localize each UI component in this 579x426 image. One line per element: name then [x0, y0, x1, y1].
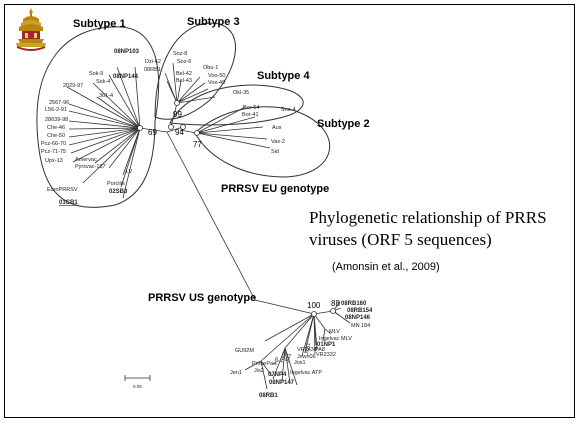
taxon-label: Porcilis	[107, 181, 125, 187]
taxon-label: 08RB1	[144, 67, 161, 73]
taxon-label: 361-4	[99, 93, 113, 99]
taxon-label: 07NP4	[268, 372, 287, 378]
bootstrap-99: 99	[173, 110, 182, 119]
taxon-label: 28639-98	[45, 117, 68, 123]
taxon-label: Che-50	[47, 133, 65, 139]
taxon-label: Jos1	[294, 360, 306, 366]
taxon-label: 01NP1	[317, 342, 336, 348]
subtype2-label: Subtype 2	[317, 118, 370, 130]
taxon-label: Upx-13	[45, 158, 63, 164]
taxon-label: 08NP146	[345, 315, 371, 321]
taxon-label: Che-46	[47, 125, 65, 131]
taxon-label: 08RB154	[347, 308, 373, 314]
subtype3-label: Subtype 3	[187, 16, 240, 28]
subtype2-outline	[194, 106, 331, 178]
taxon-label: MLV	[329, 329, 340, 335]
taxon-label: VR2430	[297, 347, 317, 353]
taxon-label: LV	[126, 169, 133, 175]
taxon-label: Bel-42	[176, 71, 192, 77]
bootstrap-94: 94	[175, 128, 184, 137]
taxon-label: 08NP144	[113, 74, 139, 80]
figure-citation: (Amonsin et al., 2009)	[332, 261, 440, 273]
taxon-label: Pyrsvac-187	[75, 164, 106, 170]
taxon-label: Bel-43	[176, 78, 192, 84]
figure-caption: Phylogenetic relationship of PRRS viruse…	[309, 208, 547, 249]
taxon-label: Jis1	[284, 352, 293, 363]
taxon-label: JxA1	[304, 342, 312, 355]
taxon-label: 2567-96	[49, 100, 69, 106]
university-crest-icon	[16, 8, 46, 51]
taxon-label: Jis2	[254, 368, 264, 374]
us-branches	[244, 299, 351, 390]
taxon-label: Soz-8	[173, 51, 187, 57]
taxon-label: Sid	[271, 149, 279, 155]
taxon-label: 08NP147	[269, 380, 295, 386]
taxon-label: Amervac	[75, 157, 97, 163]
taxon-label: Vax-2	[271, 139, 285, 145]
eu-branches	[66, 62, 271, 301]
bootstrap-100: 100	[307, 301, 321, 310]
taxon-label: Ingelvac ATP	[290, 370, 322, 376]
eu-nodes	[137, 100, 200, 136]
subtype4-label: Subtype 4	[257, 70, 310, 82]
subtype3-outline	[154, 22, 236, 120]
taxon-label: Voo-50	[208, 73, 225, 79]
taxon-label: L56-2-91	[45, 107, 67, 113]
taxon-label: Jen1	[230, 370, 242, 376]
taxon-label: Okl-35	[233, 90, 249, 96]
taxon-label: HeB	[279, 351, 288, 363]
taxon-label: Dzi-62	[145, 59, 161, 65]
slide: Subtype 1 Subtype 3 Subtype 4 Subtype 2	[4, 4, 575, 418]
taxon-label: VR2332	[316, 352, 336, 358]
taxon-label: Bor-54	[243, 105, 260, 111]
taxon-label: Sno-4	[281, 107, 296, 113]
us-nodes	[311, 308, 336, 317]
taxon-label: Soz-6	[177, 59, 191, 65]
taxon-label: 2029-97	[63, 83, 83, 89]
taxon-label: PrimePac	[252, 361, 276, 367]
taxon-label: Sok-4	[96, 79, 110, 85]
taxon-label: 01CB1	[59, 200, 78, 206]
taxon-label: Vox-49	[208, 80, 225, 86]
subtype1-label: Subtype 1	[73, 18, 126, 30]
taxon-label: 08RB1	[259, 393, 278, 399]
phylogenetic-tree: Subtype 1 Subtype 3 Subtype 4 Subtype 2	[36, 16, 373, 399]
scale-bar-label: 0.05	[133, 384, 142, 389]
taxon-label: EuroPRRSV	[47, 187, 78, 193]
taxon-label: MN 184	[351, 323, 370, 329]
subtype1-outline	[36, 26, 160, 208]
taxon-label: Bor-41	[242, 112, 259, 118]
taxon-label: Pcz-71-75	[41, 149, 66, 155]
bootstrap-88: 88	[331, 299, 340, 308]
taxon-label: HP	[273, 356, 281, 366]
taxon-label: Pcz-66-70	[41, 141, 66, 147]
bootstrap-77: 77	[193, 140, 202, 149]
taxon-label: Ingelvac MLV	[319, 336, 352, 342]
taxon-label: Sok-9	[89, 71, 103, 77]
taxon-label: PA8	[315, 347, 325, 353]
scale-bar	[124, 375, 151, 381]
bootstrap-69: 69	[148, 128, 157, 137]
taxon-label: Aux	[272, 125, 282, 131]
taxon-label: 08RB160	[341, 301, 367, 307]
taxon-label: Jxwn06	[297, 354, 316, 360]
taxon-label: GU92M	[235, 348, 254, 354]
eu-genotype-label: PRRSV EU genotype	[221, 183, 329, 195]
taxon-label: 02SB3	[109, 189, 128, 195]
taxon-label: 08NP103	[114, 49, 140, 55]
us-genotype-label: PRRSV US genotype	[148, 292, 256, 304]
taxon-label: Obu-1	[203, 65, 218, 71]
